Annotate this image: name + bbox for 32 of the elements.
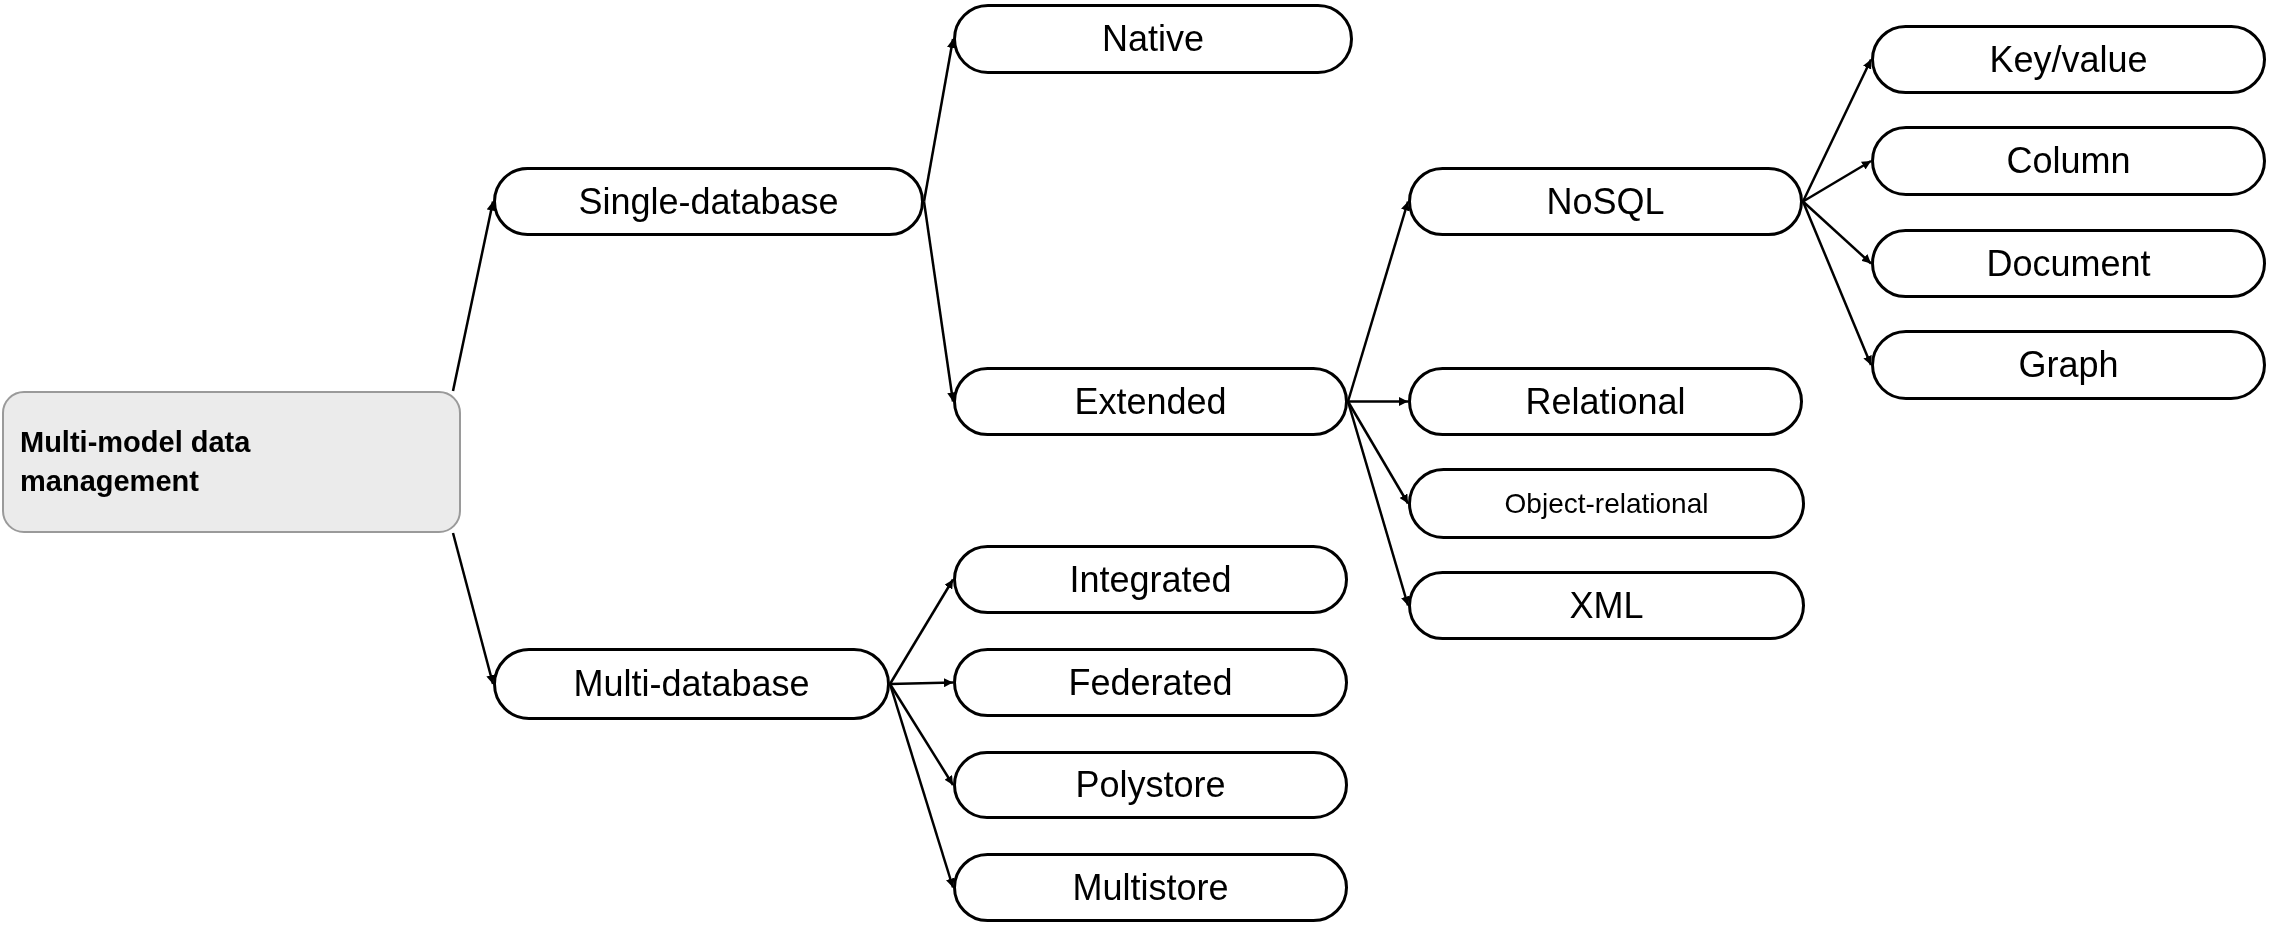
category-label: Relational — [1525, 379, 1686, 424]
category-pill — [953, 4, 1353, 74]
category-label: Document — [1986, 241, 2151, 286]
arrow — [1802, 200, 1872, 265]
category-label: Object-relational — [1504, 486, 1709, 521]
category-label: Single-database — [578, 179, 839, 224]
category-label: XML — [1569, 583, 1644, 628]
arrow — [1346, 201, 1410, 402]
arrow — [1801, 58, 1873, 203]
category-label: Multistore — [1072, 865, 1229, 910]
category-label: Column — [2006, 139, 2131, 183]
category-label: Graph — [2018, 343, 2119, 387]
category-pill — [953, 367, 1348, 436]
category-pill — [493, 648, 890, 720]
category-label: Polystore — [1075, 763, 1226, 807]
category-label: Native — [1101, 17, 1204, 61]
category-label: Key/value — [1989, 37, 2148, 82]
arrow — [1348, 397, 1408, 406]
category-label: Integrated — [1069, 557, 1232, 602]
category-label: Multi-database — [573, 662, 810, 706]
category-pill — [1408, 571, 1805, 640]
root-box — [2, 391, 461, 533]
category-label: Extended — [1074, 379, 1227, 424]
category-pill — [493, 167, 924, 236]
arrow — [888, 683, 955, 786]
arrow — [889, 678, 954, 688]
category-label: NoSQL — [1546, 179, 1665, 224]
root-label: Multi-model data management — [20, 424, 252, 499]
arrow — [1801, 201, 1873, 366]
arrow — [1802, 159, 1872, 203]
category-label: Federated — [1068, 660, 1233, 705]
arrow — [888, 578, 955, 685]
